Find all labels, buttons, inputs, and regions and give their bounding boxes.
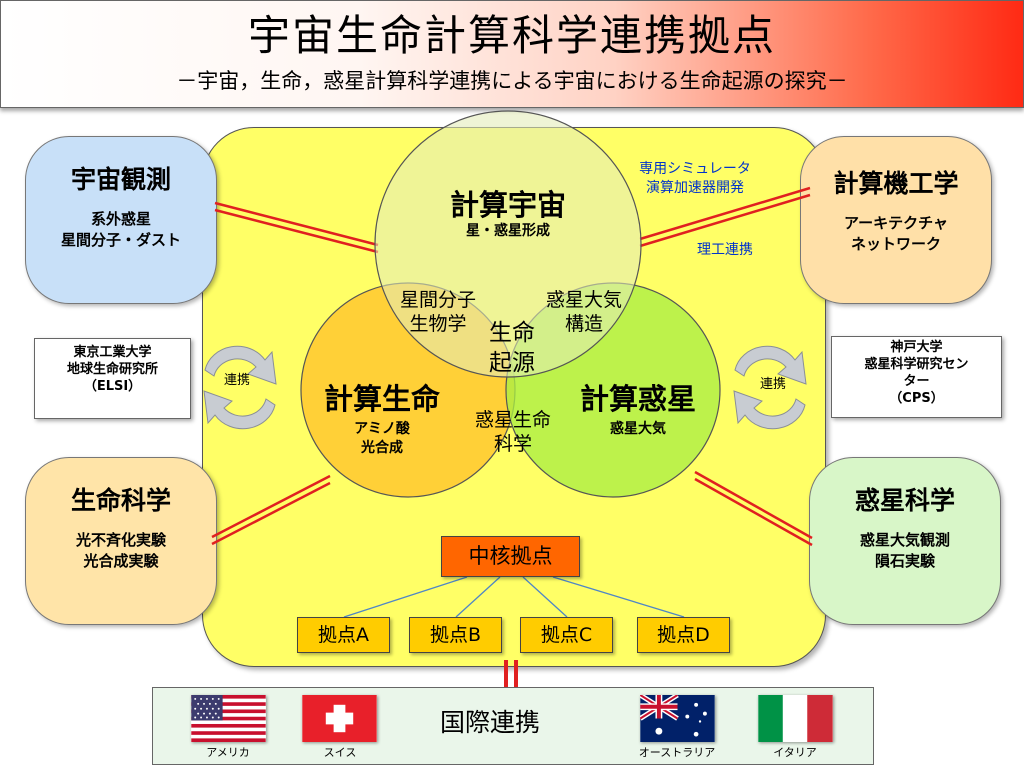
planet-subtitle: 惑星大気: [610, 421, 666, 437]
planetary-science-topics: 惑星大気観測 隕石実験: [859, 531, 950, 570]
space-observation-box: 宇宙観測 系外惑星 星間分子・ダスト: [25, 136, 217, 304]
australia-flag-icon: [640, 695, 715, 742]
life-planet-overlap-label: 惑星生命 科学: [474, 409, 551, 455]
life-science-box: 生命科学 光不斉化実験 光合成実験: [25, 457, 217, 625]
site-c-box: 拠点C: [520, 617, 613, 653]
left-link-label: 連携: [224, 373, 251, 388]
site-d-box: 拠点D: [637, 617, 730, 653]
usa-flag-icon: [191, 695, 266, 742]
planetary-science-box: 惑星科学 惑星大気観測 隕石実験: [809, 457, 1001, 625]
computer-engineering-box: 計算機工学 アーキテクチャ ネットワーク: [800, 136, 992, 304]
planet-title: 計算惑星: [579, 382, 696, 416]
simulator-note: 専用シミュレータ 演算加速器開発: [639, 161, 751, 196]
left-cycle-arrows-icon: [203, 345, 277, 430]
right-link-label: 連携: [760, 377, 787, 392]
life-science-topics: 光不斉化実験 光合成実験: [75, 531, 166, 570]
computer-engineering-topics: アーキテクチャ ネットワーク: [844, 214, 948, 253]
engineering-link-note: 理工連携: [697, 242, 753, 258]
site-b-box: 拠点B: [409, 617, 502, 653]
italy-label: イタリア: [773, 746, 817, 759]
space-subtitle: 星・惑星形成: [466, 223, 550, 239]
life-title: 計算生命: [323, 382, 440, 416]
planetary-science-title: 惑星科学: [854, 486, 955, 515]
space-title: 計算宇宙: [449, 188, 566, 222]
usa-label: アメリカ: [206, 746, 250, 759]
site-a-box: 拠点A: [297, 617, 390, 653]
life-science-title: 生命科学: [70, 486, 171, 515]
cps-institute-box: 神戸大学 惑星科学研究セン ター （CPS）: [831, 336, 1002, 418]
planet-circle-label: 計算惑星 惑星大気: [558, 382, 718, 439]
connector-lines: [211, 186, 813, 547]
space-circle: [374, 110, 642, 378]
australia-label: オーストラリア: [638, 746, 716, 759]
space-observation-topics: 系外惑星 星間分子・ダスト: [60, 210, 181, 249]
elsi-institute-box: 東京工業大学 地球生命研究所 （ELSI）: [34, 338, 191, 419]
computer-engineering-title: 計算機工学: [833, 169, 959, 198]
swiss-flag-icon: [302, 695, 377, 742]
page-subtitle: －宇宙，生命，惑星計算科学連携による宇宙における生命起源の探究－: [176, 69, 848, 93]
life-circle-label: 計算生命 アミノ酸 光合成: [302, 382, 462, 458]
space-life-overlap-label: 星間分子 生物学: [399, 289, 476, 335]
international-panel: [152, 687, 874, 765]
equals-sign: [504, 660, 518, 688]
space-planet-overlap-label: 惑星大気 構造: [545, 289, 622, 335]
italy-flag-icon: [758, 695, 833, 742]
international-label: 国際連携: [440, 708, 541, 737]
right-cycle-arrows-icon: [733, 345, 807, 430]
life-origin-center-label: 生命 起源: [489, 320, 535, 376]
swiss-label: スイス: [323, 746, 357, 759]
life-subtitle: アミノ酸 光合成: [354, 421, 410, 456]
core-hub-box: 中核拠点: [441, 536, 580, 577]
space-observation-title: 宇宙観測: [70, 165, 171, 194]
header-banner: [0, 0, 1024, 108]
hub-lines: [343, 576, 685, 618]
space-circle-label: 計算宇宙 星・惑星形成: [408, 188, 608, 241]
page-title: 宇宙生命計算科学連携拠点: [247, 11, 776, 60]
